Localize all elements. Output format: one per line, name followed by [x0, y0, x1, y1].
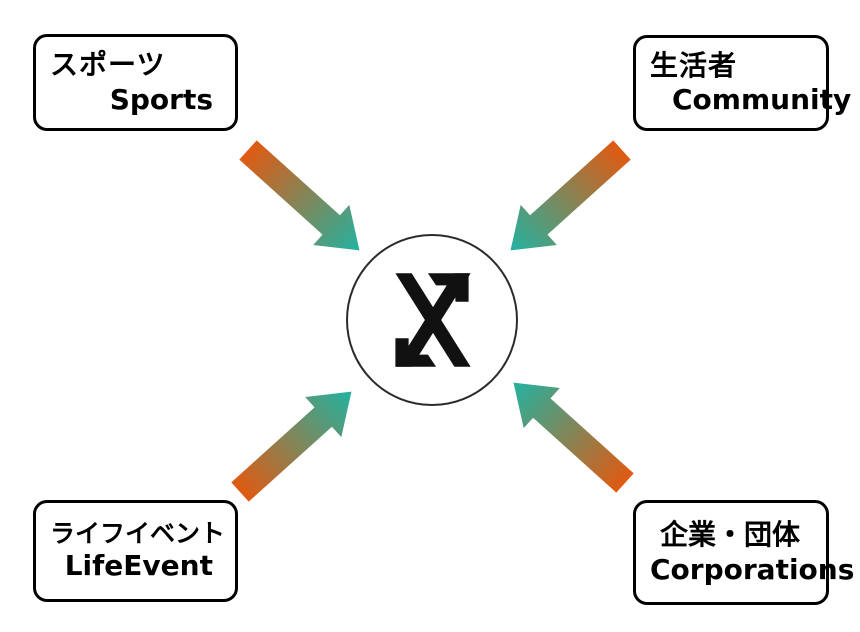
node-corporations: 企業・団体 Corporations	[633, 500, 855, 605]
arrow-sports-to-center	[239, 140, 360, 251]
node-sports: スポーツ Sports	[33, 34, 238, 131]
node-lifeevent-label-jp: ライフイベント	[50, 518, 226, 548]
node-community: 生活者 Community	[633, 35, 852, 131]
node-lifeevent: ライフイベント LifeEvent	[33, 500, 238, 602]
arrow-lifeevent-to-center	[231, 391, 352, 502]
arrow-community-to-center	[510, 140, 631, 251]
node-community-label-en: Community	[672, 83, 852, 116]
center-hub	[346, 234, 518, 406]
node-community-label-jp: 生活者	[650, 48, 738, 82]
node-sports-label-jp: スポーツ	[50, 48, 166, 82]
node-corporations-label-jp: 企業・団体	[660, 518, 801, 552]
arrow-corporations-to-center	[513, 382, 634, 493]
node-corporations-label-en: Corporations	[650, 552, 855, 586]
node-sports-label-en: Sports	[109, 82, 213, 116]
node-lifeevent-label-en: LifeEvent	[64, 549, 213, 583]
x-logo-icon	[395, 273, 471, 367]
